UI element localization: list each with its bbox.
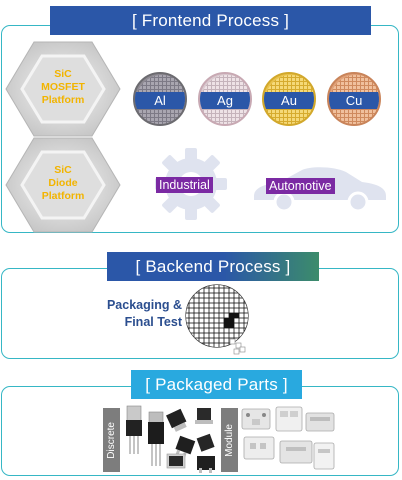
packaging-line-2: Final Test (124, 315, 182, 329)
packaging-line-1: Packaging & (106, 298, 182, 312)
packaging-final-test-label: Packaging & Final Test (96, 297, 182, 331)
diode-line-3: Platform (41, 190, 85, 202)
module-label: Module (224, 423, 235, 457)
wafer-ag: Ag (198, 72, 252, 126)
automotive-tag: Automotive (266, 178, 335, 194)
diode-line-2: Diode (48, 177, 78, 189)
wafer-al: Al (133, 72, 187, 126)
discrete-packages-image (126, 405, 215, 473)
mosfet-line-2: MOSFET (41, 81, 85, 93)
diode-line-1: SiC (54, 164, 72, 176)
discrete-label-bar: Discrete (103, 408, 120, 472)
mosfet-line-1: SiC (54, 68, 72, 80)
test-wafer-map (185, 284, 249, 355)
wafer-cu-label: Cu (329, 92, 379, 109)
wafer-cu: Cu (327, 72, 381, 126)
diode-platform-hexagon (5, 137, 121, 233)
backend-header: [ Backend Process ] (107, 252, 319, 281)
mosfet-platform-label: SiC MOSFET Platform (30, 68, 96, 107)
wafer-au: Au (262, 72, 316, 126)
frontend-header: [ Frontend Process ] (50, 6, 371, 35)
mosfet-platform-hexagon (5, 41, 121, 137)
discrete-label: Discrete (106, 421, 117, 459)
wafer-au-label: Au (264, 92, 314, 109)
wafer-ag-label: Ag (200, 92, 250, 109)
industrial-tag: Industrial (156, 177, 213, 193)
module-packages-image (241, 406, 335, 470)
wafer-al-label: Al (135, 92, 185, 109)
mosfet-line-3: Platform (41, 94, 85, 106)
packaged-header: [ Packaged Parts ] (131, 370, 302, 399)
diode-platform-label: SiC Diode Platform (30, 164, 96, 203)
module-label-bar: Module (221, 408, 238, 472)
